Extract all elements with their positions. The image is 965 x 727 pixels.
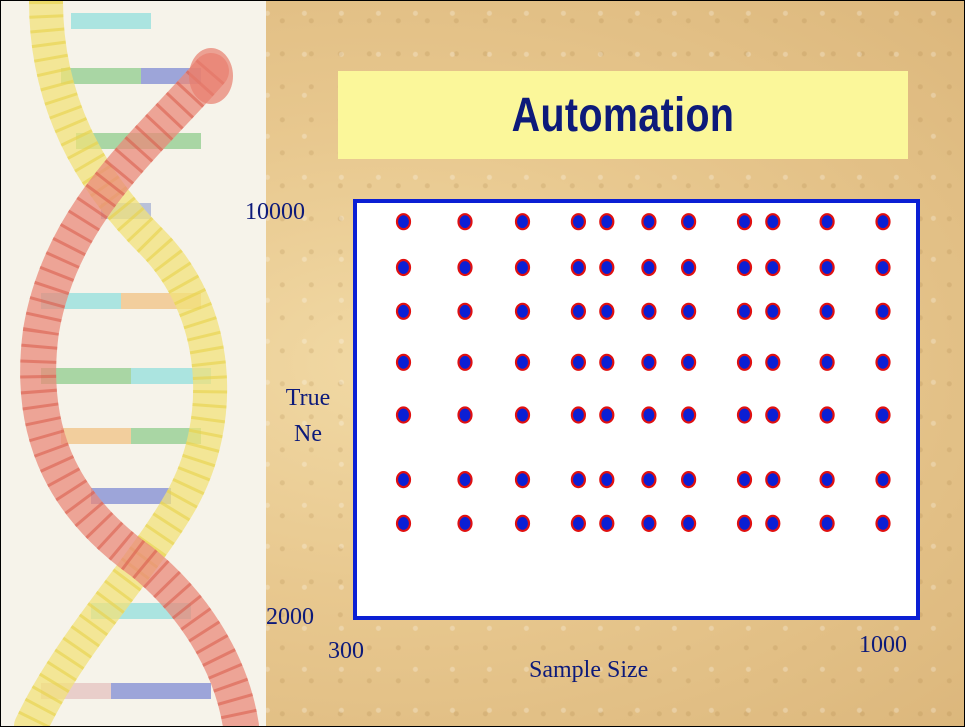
scatter-point-r3-c7	[736, 353, 753, 371]
scatter-point-r2-c4	[599, 302, 615, 320]
scatter-point-r5-c5	[641, 471, 657, 489]
scatter-point-r3-c5	[641, 353, 657, 371]
scatter-point-r3-c3	[570, 353, 587, 371]
scatter-point-r2-c7	[736, 302, 753, 320]
scatter-point-r0-c6	[680, 213, 697, 231]
scatter-point-r2-c6	[680, 302, 697, 320]
y-axis-label-line-2: Ne	[294, 421, 322, 447]
scatter-point-r1-c9	[819, 258, 835, 277]
scatter-point-r3-c6	[680, 353, 697, 371]
scatter-point-r6-c1	[457, 514, 473, 533]
title-box: Automation	[338, 71, 908, 159]
scatter-point-r0-c1	[457, 213, 473, 231]
scatter-point-r0-c0	[395, 213, 412, 231]
scatter-point-r2-c3	[570, 302, 587, 320]
scatter-point-r6-c7	[736, 514, 753, 533]
scatter-point-r0-c8	[765, 213, 781, 231]
scatter-point-r3-c10	[875, 353, 891, 371]
scatter-point-r0-c10	[875, 213, 891, 231]
scatter-point-r5-c3	[570, 471, 587, 489]
scatter-point-r6-c6	[680, 514, 697, 533]
scatter-point-r1-c0	[395, 258, 412, 277]
x-axis-label: Sample Size	[529, 657, 649, 683]
scatter-point-r0-c5	[641, 213, 657, 231]
scatter-point-r2-c0	[395, 302, 412, 320]
scatter-point-r6-c9	[819, 514, 835, 533]
x-tick-label-max: 1000	[859, 632, 907, 658]
scatter-point-r4-c6	[680, 406, 697, 424]
scatter-point-r4-c9	[819, 406, 835, 424]
scatter-point-r5-c8	[765, 471, 781, 489]
scatter-point-r1-c7	[736, 258, 753, 277]
scatter-point-r6-c4	[599, 514, 615, 533]
y-axis-label-line-1: True	[285, 385, 331, 411]
scatter-point-r0-c9	[819, 213, 835, 231]
scatter-point-r4-c2	[514, 406, 531, 424]
scatter-point-r6-c2	[514, 514, 531, 533]
scatter-point-r4-c0	[395, 406, 412, 424]
scatter-point-r5-c9	[819, 471, 835, 489]
scatter-point-r2-c8	[765, 302, 781, 320]
slide-title: Automation	[511, 88, 735, 142]
scatter-point-r0-c7	[736, 213, 753, 231]
scatter-point-r5-c4	[599, 471, 615, 489]
scatter-point-r3-c0	[395, 353, 412, 371]
scatter-point-r2-c10	[875, 302, 891, 320]
scatter-point-r1-c6	[680, 258, 697, 277]
scatter-point-r0-c4	[599, 213, 615, 231]
scatter-point-r6-c10	[875, 514, 891, 533]
scatter-point-r4-c8	[765, 406, 781, 424]
scatter-point-r3-c2	[514, 353, 531, 371]
scatter-point-r2-c5	[641, 302, 657, 320]
scatter-point-r6-c3	[570, 514, 587, 533]
scatter-point-r5-c10	[875, 471, 891, 489]
scatter-point-r1-c10	[875, 258, 891, 277]
scatter-point-r2-c1	[457, 302, 473, 320]
scatter-point-r1-c1	[457, 258, 473, 277]
y-tick-label-min: 2000	[266, 604, 314, 630]
x-tick-label-min: 300	[328, 638, 364, 664]
scatter-point-r4-c7	[736, 406, 753, 424]
dna-helix-image	[1, 1, 266, 726]
scatter-point-r4-c4	[599, 406, 615, 424]
scatter-point-r5-c6	[680, 471, 697, 489]
scatter-point-r5-c1	[457, 471, 473, 489]
scatter-point-r1-c3	[570, 258, 587, 277]
scatter-point-r6-c5	[641, 514, 657, 533]
scatter-point-r2-c2	[514, 302, 531, 320]
scatter-point-r5-c0	[395, 471, 412, 489]
scatter-point-r0-c2	[514, 213, 531, 231]
scatter-point-r1-c4	[599, 258, 615, 277]
scatter-point-r0-c3	[570, 213, 587, 231]
scatter-point-r5-c2	[514, 471, 531, 489]
scatter-point-r6-c8	[765, 514, 781, 533]
scatter-point-r5-c7	[736, 471, 753, 489]
scatter-point-r3-c1	[457, 353, 473, 371]
scatter-point-r4-c5	[641, 406, 657, 424]
scatter-point-r1-c2	[514, 258, 531, 277]
scatter-point-r4-c10	[875, 406, 891, 424]
scatter-point-r4-c3	[570, 406, 587, 424]
scatter-point-r6-c0	[395, 514, 412, 533]
scatter-point-r1-c8	[765, 258, 781, 277]
scatter-point-r3-c9	[819, 353, 835, 371]
y-tick-label-max: 10000	[245, 199, 305, 225]
scatter-point-r3-c4	[599, 353, 615, 371]
scatter-point-r2-c9	[819, 302, 835, 320]
scatter-point-r1-c5	[641, 258, 657, 277]
dna-helix-icon	[14, 1, 259, 726]
scatter-point-r4-c1	[457, 406, 473, 424]
scatter-point-r3-c8	[765, 353, 781, 371]
